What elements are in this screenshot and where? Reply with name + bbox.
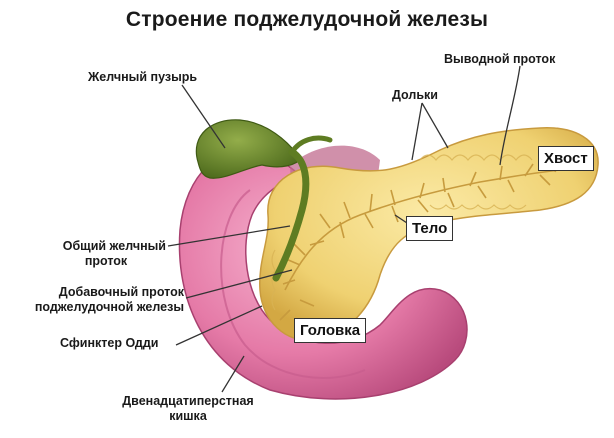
common-bile-duct	[272, 148, 310, 282]
label-common-bile-duct: Общий желчный проток	[36, 239, 166, 269]
label-sphincter: Сфинктер Одди	[60, 336, 159, 350]
label-head: Головка	[294, 318, 367, 343]
label-common-bile-duct-line2: проток	[84, 254, 128, 268]
leader-duodenum	[221, 355, 245, 393]
hepatic-duct	[289, 135, 333, 155]
leader-accessory-duct	[185, 269, 293, 299]
label-duodenum-line1: Двенадцатиперстная	[122, 394, 254, 408]
leader-main-duct	[499, 65, 521, 166]
page-title: Строение поджелудочной железы	[125, 8, 489, 31]
label-accessory-duct: Добавочный проток поджелудочной железы	[0, 285, 184, 315]
leader-lobules-b	[421, 102, 449, 149]
label-tail: Хвост	[538, 146, 594, 171]
label-gallbladder: Желчный пузырь	[88, 70, 198, 84]
lobule-texture	[271, 154, 533, 311]
label-accessory-duct-line1: Добавочный проток	[58, 285, 184, 299]
duodenum-inner-fold	[220, 189, 366, 379]
duodenum-shape	[178, 147, 468, 400]
pancreatic-duct-tree	[279, 159, 581, 321]
label-body: Тело	[406, 216, 454, 241]
label-main-duct: Выводной проток	[444, 52, 556, 66]
label-common-bile-duct-line1: Общий желчный	[62, 239, 166, 253]
gallbladder-shape	[195, 119, 301, 179]
label-duodenum: Двенадцатиперстная кишка	[108, 394, 268, 424]
label-lobules: Дольки	[392, 88, 438, 102]
label-accessory-duct-line2: поджелудочной железы	[34, 300, 184, 314]
label-duodenum-line2: кишка	[169, 409, 207, 423]
leader-common-bile-duct	[167, 225, 291, 247]
leader-lobules-a	[411, 102, 423, 161]
leader-gallbladder	[181, 84, 226, 149]
leader-sphincter	[175, 305, 263, 346]
